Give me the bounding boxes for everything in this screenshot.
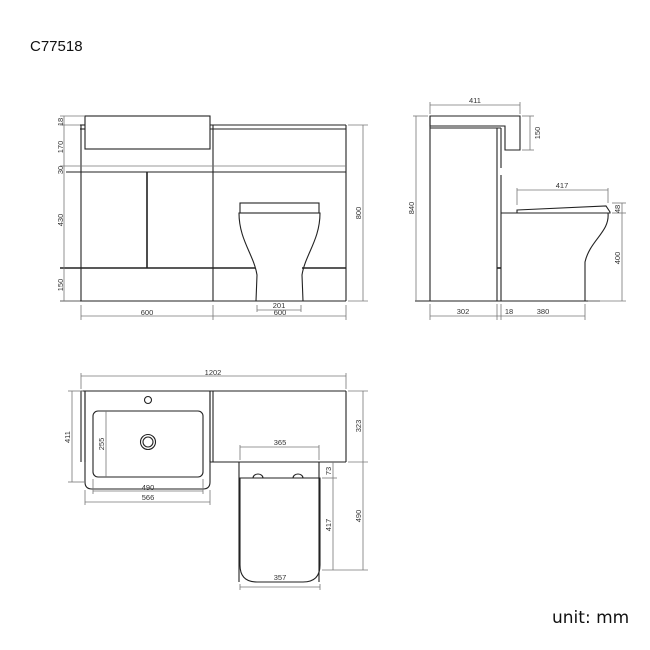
front-view: 18 170 30 430 150 800 600 600 201: [56, 115, 368, 320]
basin-plan: [84, 391, 211, 490]
dim-170: 170: [56, 141, 65, 154]
dim-417-plan: 417: [324, 519, 333, 532]
dim-840: 840: [407, 202, 416, 215]
dim-600-vanity: 600: [141, 308, 154, 317]
tap-hole: [143, 395, 153, 405]
dim-30: 30: [56, 166, 65, 174]
waste-outer: [139, 433, 157, 451]
model-code: C77518: [30, 38, 83, 55]
toilet-seat-front: [239, 202, 320, 214]
dim-490-pan: 490: [354, 510, 363, 523]
dim-411-plan: 411: [63, 431, 72, 443]
toilet-seat-plan: [239, 477, 321, 583]
unit-label: unit: mm: [552, 608, 630, 628]
dim-357: 357: [274, 573, 287, 582]
plan-view: 1202 411 255 490 566 323 365: [63, 368, 368, 590]
dim-150-side: 150: [533, 127, 542, 140]
dim-73: 73: [324, 467, 333, 475]
dim-18-side: 18: [505, 307, 513, 316]
dim-566: 566: [142, 493, 155, 502]
dim-302: 302: [457, 307, 470, 316]
basin-bowl: [92, 410, 204, 478]
dim-150: 150: [56, 279, 65, 292]
toilet-pan-side: [501, 212, 609, 301]
dim-1202: 1202: [205, 368, 222, 377]
dim-417-seat: 417: [556, 181, 569, 190]
dim-380: 380: [537, 307, 550, 316]
dim-430: 430: [56, 214, 65, 227]
dim-490-bowl: 490: [142, 483, 155, 492]
dim-365: 365: [274, 438, 287, 447]
toilet-seat-side: [516, 205, 611, 214]
dim-323: 323: [354, 420, 363, 433]
dim-201: 201: [273, 301, 286, 310]
basin-side: [429, 115, 521, 151]
toilet-pan-front: [238, 212, 321, 302]
dim-48: 48: [613, 205, 622, 213]
dim-600-wc: 600: [274, 308, 287, 317]
dim-800: 800: [354, 207, 363, 220]
dim-255: 255: [97, 438, 106, 451]
dim-400: 400: [613, 252, 622, 265]
dim-411-side: 411: [469, 96, 481, 105]
dim-18: 18: [56, 118, 65, 126]
basin-front: [84, 115, 211, 150]
waste-inner: [142, 436, 154, 448]
side-view: 411 150 840 417 48 400 302 18 380: [407, 96, 626, 320]
